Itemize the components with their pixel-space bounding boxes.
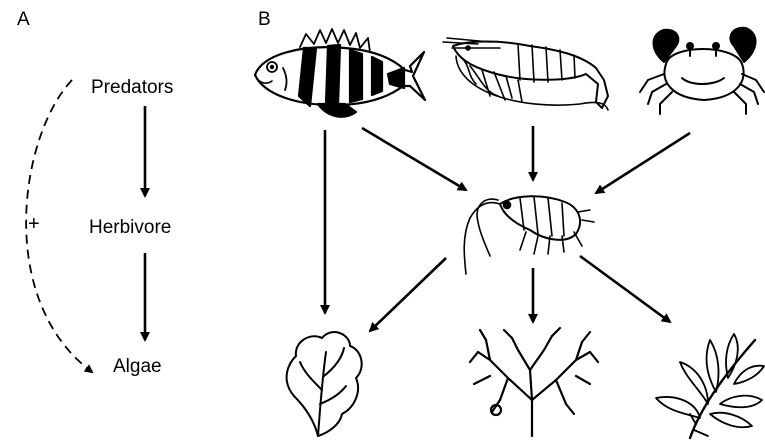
fish-icon [255, 29, 425, 117]
arrow-amphipod-to-foliose-alga [370, 258, 446, 331]
indirect-effect-dashed-arrow [26, 80, 92, 372]
arrow-crab-to-amphipod [596, 133, 690, 193]
crab-icon [640, 28, 764, 114]
amphipod-icon [464, 196, 594, 274]
panel-b-arrows [325, 126, 690, 331]
foliose-alga-icon [287, 332, 362, 436]
arrow-amphipod-to-kelp-alga [580, 256, 670, 322]
arrow-fish-to-amphipod [362, 128, 466, 190]
branching-alga-icon [470, 328, 598, 436]
kelp-alga-icon [656, 334, 764, 438]
shrimp-icon [443, 38, 608, 110]
panel-a-arrows [26, 80, 145, 372]
